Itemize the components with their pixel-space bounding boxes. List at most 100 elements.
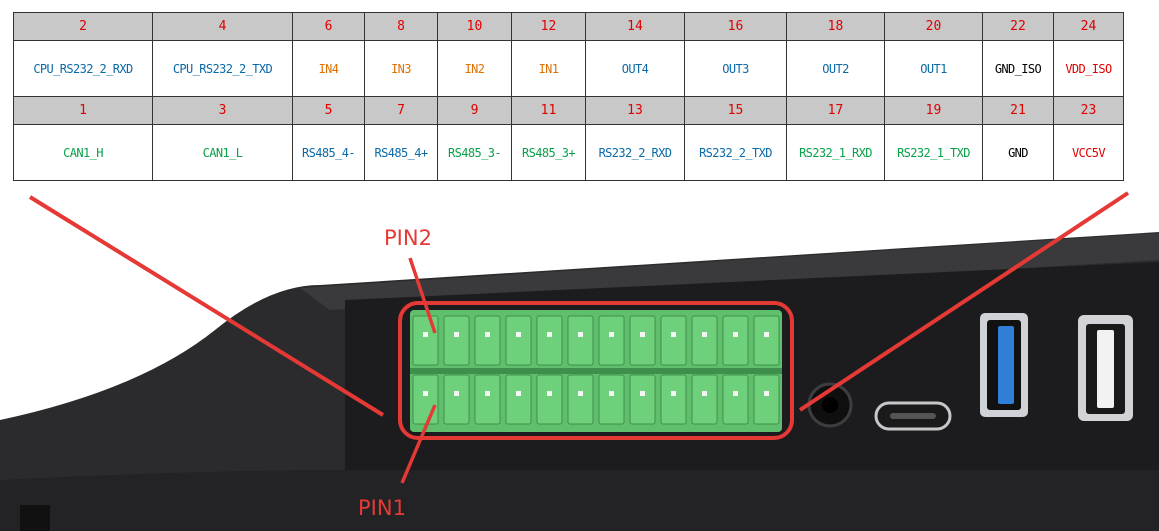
terminal-slot (505, 374, 532, 425)
pin-number-cell: 7 (364, 96, 438, 125)
pin-number-cell: 8 (364, 12, 438, 41)
pin-number-cell: 18 (786, 12, 885, 41)
terminal-slot (722, 315, 749, 366)
pin-signal-cell: CPU_RS232_2_TXD (152, 40, 293, 97)
terminal-slot (412, 374, 439, 425)
pin-number-cell: 3 (152, 96, 293, 125)
terminal-pin (671, 332, 676, 337)
terminal-slot (722, 374, 749, 425)
terminal-slot (660, 374, 687, 425)
terminal-pin (516, 332, 521, 337)
pin-signal-cell: RS232_1_TXD (884, 124, 983, 181)
pin-signal-cell: RS485_3+ (511, 124, 586, 181)
pin-number-cell: 16 (684, 12, 787, 41)
terminal-block (410, 310, 782, 432)
pin-number-cell: 10 (437, 12, 512, 41)
terminal-pin (671, 391, 676, 396)
terminal-slot (598, 315, 625, 366)
terminal-slot (505, 315, 532, 366)
pin-signal-cell: IN4 (292, 40, 365, 97)
pin-number-cell: 24 (1053, 12, 1124, 41)
terminal-pin (733, 332, 738, 337)
pin-signal-cell: RS485_4- (292, 124, 365, 181)
terminal-divider (410, 368, 782, 374)
terminal-slot (567, 315, 594, 366)
pin-signal-cell: VDD_ISO (1053, 40, 1124, 97)
pin-number-cell: 5 (292, 96, 365, 125)
pin-number-cell: 20 (884, 12, 983, 41)
terminal-slot (753, 315, 780, 366)
pin-number-cell: 17 (786, 96, 885, 125)
terminal-slot (660, 315, 687, 366)
terminal-pin (485, 332, 490, 337)
pin-number-cell: 11 (511, 96, 586, 125)
terminal-pin (578, 391, 583, 396)
terminal-slot (443, 315, 470, 366)
terminal-slot (629, 315, 656, 366)
terminal-pin (609, 391, 614, 396)
pin-signal-cell: OUT3 (684, 40, 787, 97)
terminal-pin (454, 332, 459, 337)
pin2-pointer-line (408, 257, 437, 334)
pin1-label: PIN1 (358, 496, 406, 520)
pin-signal-cell: IN2 (437, 40, 512, 97)
terminal-pin (640, 332, 645, 337)
pin-number-cell: 23 (1053, 96, 1124, 125)
terminal-pin (702, 391, 707, 396)
terminal-pin (609, 332, 614, 337)
terminal-pin (640, 391, 645, 396)
terminal-pin (733, 391, 738, 396)
terminal-slot (598, 374, 625, 425)
terminal-pin (547, 332, 552, 337)
terminal-pin (516, 391, 521, 396)
pin-number-cell: 1 (13, 96, 153, 125)
terminal-pin (702, 332, 707, 337)
terminal-highlight-box (398, 301, 794, 440)
pin-number-cell: 15 (684, 96, 787, 125)
terminal-slot (474, 374, 501, 425)
terminal-slot (536, 315, 563, 366)
pin-number-cell: 12 (511, 12, 586, 41)
callout-line-left (28, 195, 385, 417)
device-foot-left (20, 505, 50, 531)
pin-number-cell: 6 (292, 12, 365, 41)
pin-number-cell: 21 (982, 96, 1054, 125)
pin-signal-cell: RS485_4+ (364, 124, 438, 181)
terminal-pin (423, 391, 428, 396)
pin-signal-cell: GND (982, 124, 1054, 181)
pin-signal-cell: OUT4 (585, 40, 685, 97)
pin-signal-cell: CAN1_H (13, 124, 153, 181)
pin-signal-cell: OUT1 (884, 40, 983, 97)
terminal-slot (567, 374, 594, 425)
pin-signal-cell: RS485_3- (437, 124, 512, 181)
pin-signal-cell: OUT2 (786, 40, 885, 97)
pin-number-cell: 14 (585, 12, 685, 41)
terminal-slot (691, 374, 718, 425)
pin-signal-cell: GND_ISO (982, 40, 1054, 97)
pin-number-cell: 19 (884, 96, 983, 125)
pin-signal-cell: RS232_2_RXD (585, 124, 685, 181)
terminal-pin (547, 391, 552, 396)
pin-number-cell: 2 (13, 12, 153, 41)
pin1-pointer-line (400, 404, 437, 484)
terminal-pin (764, 391, 769, 396)
pin2-label: PIN2 (384, 226, 432, 250)
terminal-pin (485, 391, 490, 396)
device-top-bevel (300, 233, 1159, 310)
terminal-slot (753, 374, 780, 425)
pin-signal-cell: VCC5V (1053, 124, 1124, 181)
terminal-pin (454, 391, 459, 396)
pin-signal-cell: IN1 (511, 40, 586, 97)
terminal-slot (691, 315, 718, 366)
pin-signal-cell: RS232_1_RXD (786, 124, 885, 181)
device-bottom-edge (0, 470, 1159, 531)
pin-number-cell: 9 (437, 96, 512, 125)
pin-number-cell: 4 (152, 12, 293, 41)
pin-number-cell: 13 (585, 96, 685, 125)
